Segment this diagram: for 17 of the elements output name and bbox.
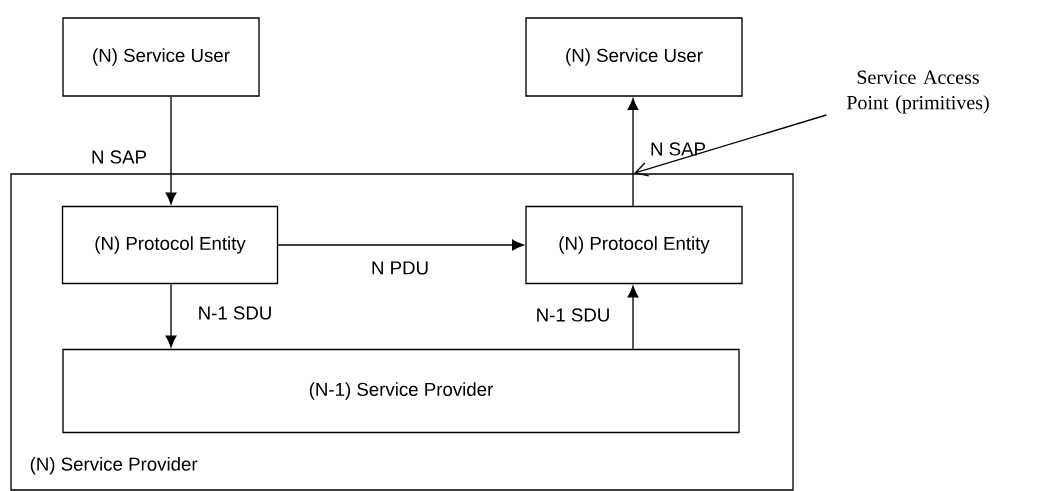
edge-label: N PDU [369, 260, 431, 276]
process-box: (N) Service User [62, 17, 260, 97]
arrow [165, 96, 177, 205]
process-box: (N-1) Service Provider [62, 348, 740, 434]
process-box: (N) Service User [525, 17, 743, 97]
leader-line [634, 114, 828, 177]
process-box: (N) Protocol Entity [61, 205, 279, 285]
arrow [627, 285, 639, 350]
callout-text: Service Access Point (primitives) [846, 70, 989, 114]
edge-label: N SAP [89, 149, 149, 165]
arrow [165, 283, 177, 348]
edge-label: N SAP [648, 141, 708, 157]
process-box: (N) Protocol Entity [525, 205, 743, 285]
edge-label: N-1 SDU [534, 307, 612, 323]
arrow [277, 239, 524, 251]
edge-label: N-1 SDU [196, 305, 274, 321]
arrow [627, 98, 639, 207]
